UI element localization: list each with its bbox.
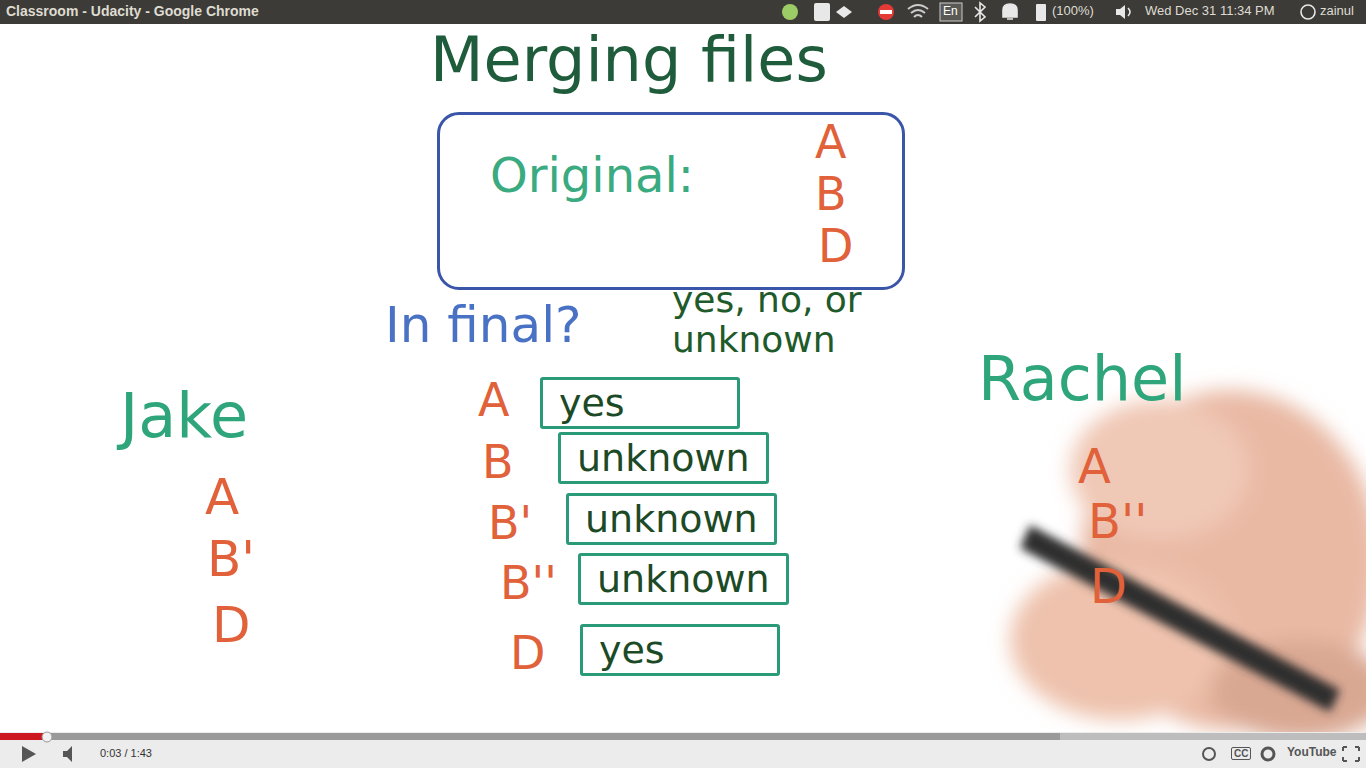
answer-text: yes [599,629,761,671]
line-name: B' [488,498,532,549]
top-bar [0,0,1366,24]
user-name: zainul [1320,4,1354,18]
progress-track [0,733,1366,740]
answer-box: yes [580,624,780,676]
volume-icon [1128,8,1130,16]
control-bar [0,732,1366,768]
window-title: Classroom - Udacity - Google Chrome [6,4,259,19]
hand-illustration [1010,390,1366,740]
youtube-logo: YouTube [1287,746,1337,759]
captions-button: CC [1231,747,1251,760]
line-name: A [478,375,509,426]
answer-text: unknown [585,498,758,540]
box-heading: Original: [490,149,694,202]
power-icon [1301,5,1315,19]
answer-text: unknown [597,558,770,600]
pen-illustration [1020,525,1340,712]
keyboard-icon [940,3,962,21]
battery-icon [1036,4,1046,21]
options-note: yes, no, or unknown [672,280,922,359]
time-display: 0:03 / 1:43 [100,747,152,759]
line-name: A [205,470,239,525]
line-name: B'' [1088,495,1147,548]
tray-icon [878,4,894,20]
progress-bar [0,733,46,740]
tray-icon [880,10,892,14]
volume-icon [1116,5,1125,19]
line-name: A [815,117,846,168]
keyboard-layout: En [943,5,958,18]
line-name: D [818,221,853,272]
question-label: In final? [385,298,582,353]
answer-box: unknown [566,493,777,545]
line-name: B [482,437,514,488]
fullscreen-icon [1343,747,1359,761]
tray-icon [814,3,830,21]
bell-icon [1003,4,1017,19]
buffer-bar [0,733,1060,740]
line-name: B'' [500,558,557,609]
settings-icon [1262,748,1274,760]
volume-button [63,746,72,762]
answer-box: unknown [578,553,789,605]
person-name: Jake [120,382,248,450]
answer-box: yes [540,377,740,429]
line-name: B [815,169,847,220]
line-name: A [1078,440,1111,493]
diagram-title: Merging files [430,26,828,94]
bluetooth-icon [975,3,985,21]
line-name: D [510,628,545,679]
battery-level: (100%) [1052,4,1094,18]
wifi-icon [908,5,928,17]
answer-box: unknown [558,432,769,484]
person-name: Rachel [978,345,1186,413]
tray-icon [836,6,852,18]
clock: Wed Dec 31 11:34 PM [1145,4,1275,18]
original-box: Original: ABD [437,112,905,290]
tray-icon [782,4,798,20]
line-name: D [212,598,251,653]
progress-knob [42,732,52,742]
answer-text: unknown [577,437,750,479]
play-button [22,746,36,762]
watch-later-icon [1203,748,1215,760]
answer-text: yes [559,382,721,424]
line-name: D [1090,560,1127,613]
line-name: B' [207,532,255,587]
